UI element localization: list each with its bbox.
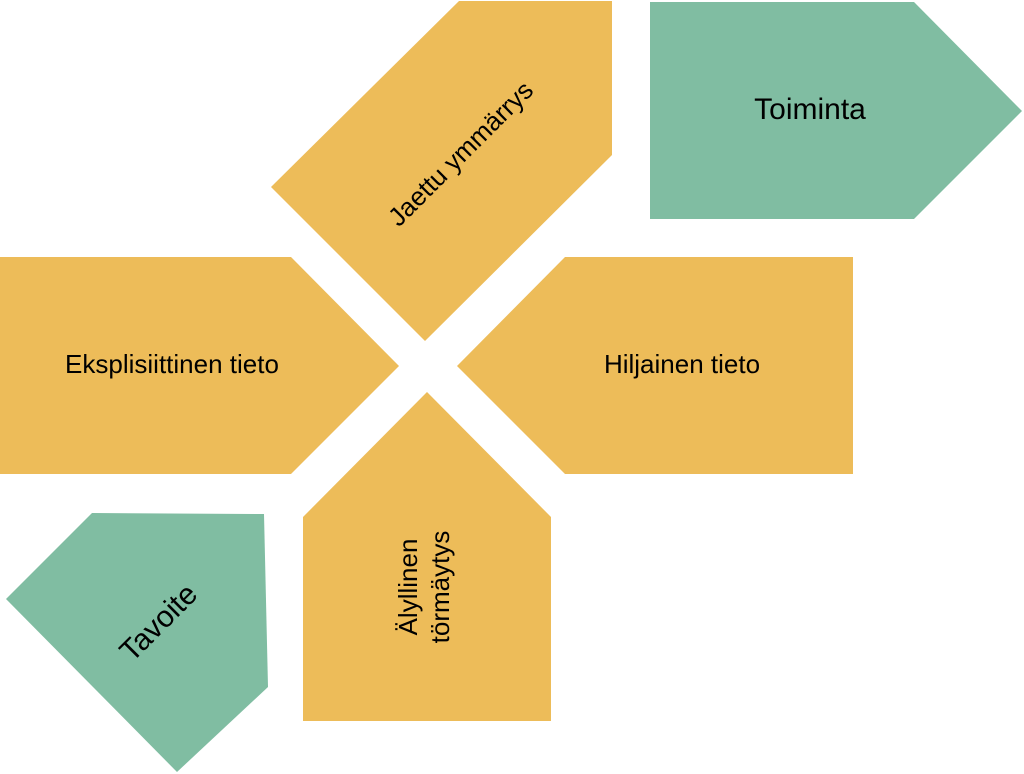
shape-jaettu-ymmarrys: Jaettu ymmärrys [271, 1, 612, 341]
pentagon-arrow-left-icon [6, 513, 268, 772]
pentagon-arrow-right-icon [650, 2, 1022, 219]
pentagon-arrow-right-icon [0, 257, 399, 474]
shape-eksplisiittinen-tieto: Eksplisiittinen tieto [0, 257, 399, 474]
shape-toiminta-label: Toiminta [754, 93, 866, 126]
shape-alyllinen-line1: Älyllinen [393, 539, 423, 636]
shape-eksplisiittinen-tieto-label: Eksplisiittinen tieto [65, 349, 279, 379]
shape-alyllinen-tormaytys: Älyllinen törmäytys [303, 392, 551, 721]
pentagon-arrow-left-icon [457, 257, 853, 474]
shape-alyllinen-line2: törmäytys [425, 531, 455, 644]
shape-hiljainen-tieto-label: Hiljainen tieto [604, 349, 760, 379]
pentagon-arrow-up-icon [303, 392, 551, 721]
shape-hiljainen-tieto: Hiljainen tieto [457, 257, 853, 474]
shape-tavoite: Tavoite [6, 513, 268, 772]
pentagon-arrow-down-left-icon [271, 1, 612, 341]
shape-toiminta: Toiminta [650, 2, 1022, 219]
